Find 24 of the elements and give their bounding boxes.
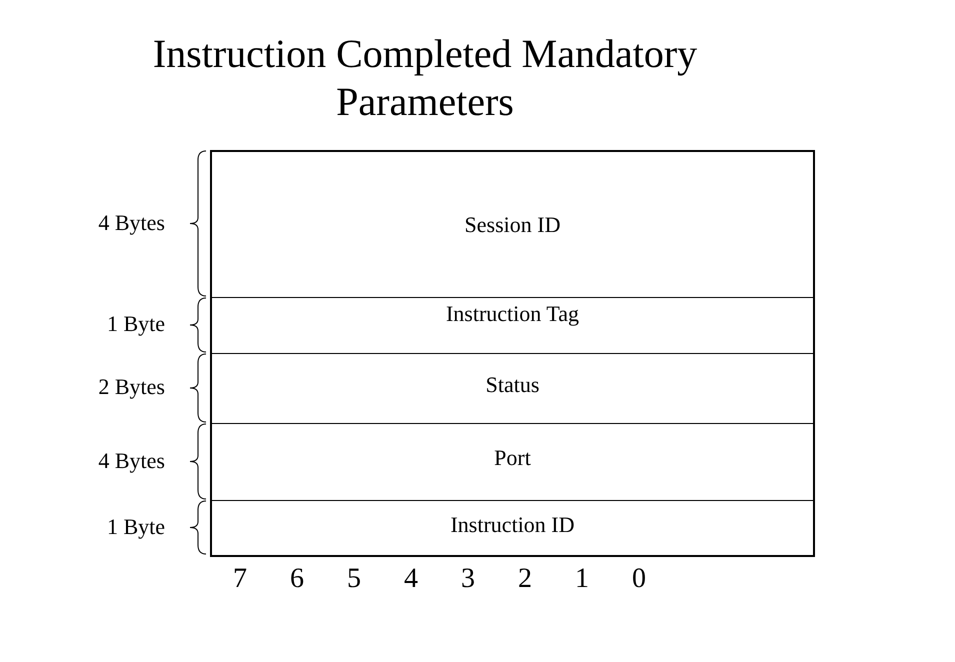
field-label: Port	[493, 444, 532, 471]
bit-number: 5	[347, 563, 361, 595]
field-box	[210, 501, 815, 557]
size-label: 4 Bytes	[97, 448, 165, 474]
field-box	[210, 354, 815, 425]
bit-number: 2	[518, 563, 532, 595]
bit-number: 4	[404, 563, 418, 595]
field-box	[210, 424, 815, 502]
bit-number: 1	[575, 563, 589, 595]
field-label: Instruction Tag	[444, 300, 580, 327]
size-label: 1 Byte	[106, 514, 165, 540]
field-box	[210, 150, 815, 299]
size-label: 2 Bytes	[97, 374, 165, 400]
bit-number: 7	[233, 563, 247, 595]
bit-number: 0	[632, 563, 646, 595]
field-label: Status	[484, 372, 540, 398]
field-label: Session ID	[464, 212, 562, 238]
field-label: Instruction ID	[449, 512, 576, 538]
size-label: 4 Bytes	[97, 210, 165, 236]
field-box	[210, 298, 815, 355]
bit-number: 3	[461, 563, 475, 595]
bit-number: 6	[290, 563, 304, 595]
size-label: 1 Byte	[106, 311, 165, 337]
title: Instruction Completed Mandatory Parameters	[152, 30, 698, 126]
